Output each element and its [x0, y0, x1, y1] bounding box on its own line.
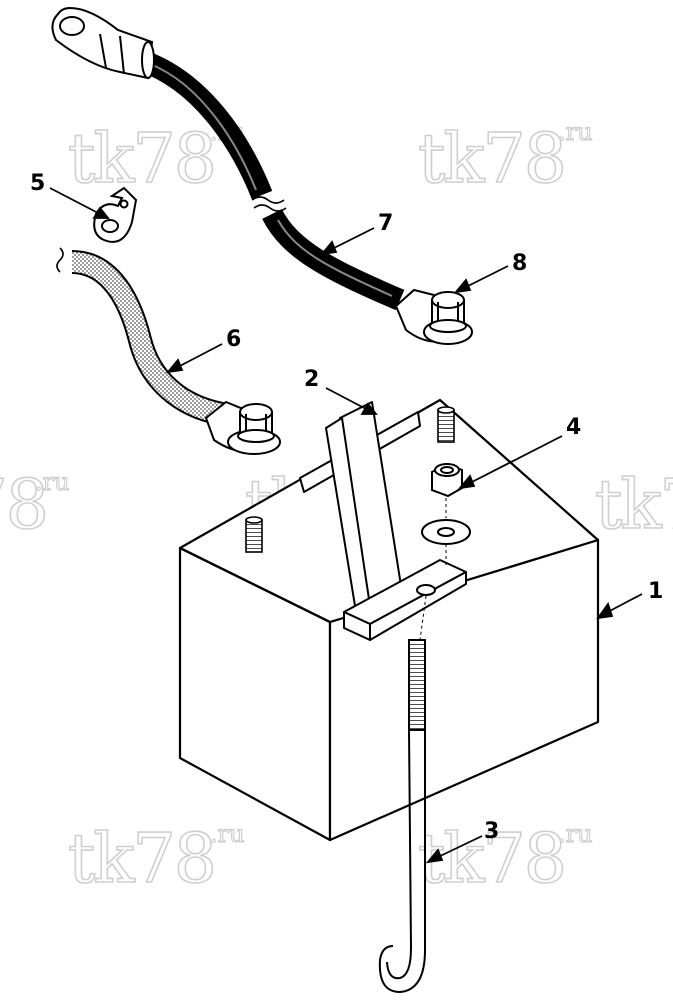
- watermark: tk78: [594, 465, 673, 546]
- ground-cable: [56, 247, 281, 455]
- svg-text:.ru: .ru: [558, 820, 593, 848]
- watermark: tk78 .ru: [67, 819, 245, 900]
- svg-text:tk78: tk78: [595, 466, 673, 545]
- leader-lines: [49, 187, 643, 864]
- leader-line-6: [175, 343, 223, 369]
- callout-2: 2: [304, 367, 319, 392]
- flat-washer: [421, 519, 471, 545]
- callout-4: 4: [566, 415, 581, 440]
- battery-terminal-right: [437, 406, 455, 443]
- hex-nut: [431, 462, 463, 498]
- svg-text:tk78: tk78: [68, 820, 215, 899]
- callout-labels: 1 2 3 4 5 6 7 8: [30, 171, 663, 844]
- battery-edge: [179, 547, 331, 623]
- svg-text:tk78: tk78: [68, 120, 215, 199]
- callout-6: 6: [226, 327, 241, 352]
- callout-7: 7: [378, 211, 393, 236]
- cable-clip: [93, 186, 138, 243]
- j-bolt: [378, 639, 426, 994]
- svg-text:tk78: tk78: [418, 120, 565, 199]
- leader-line-8: [463, 265, 509, 289]
- watermark: tk78 .ru: [417, 819, 593, 900]
- leader-line-4: [467, 435, 563, 485]
- terminal-bolt: [429, 291, 467, 333]
- svg-text:.ru: .ru: [210, 820, 245, 848]
- callout-8: 8: [512, 251, 527, 276]
- battery-cable: [51, 6, 473, 345]
- battery-terminal-left: [245, 516, 263, 553]
- leader-line-7: [329, 227, 375, 251]
- svg-text:.ru: .ru: [35, 468, 70, 496]
- callout-3: 3: [484, 819, 499, 844]
- watermark: tk78 .ru: [0, 465, 70, 546]
- svg-text:.ru: .ru: [558, 118, 593, 146]
- callout-5: 5: [30, 171, 45, 196]
- leader-line-5: [49, 187, 101, 215]
- leader-line-2: [325, 387, 369, 411]
- watermark: tk78 .ru: [417, 117, 593, 199]
- leader-line-3: [435, 835, 483, 859]
- svg-text:tk78: tk78: [0, 466, 47, 545]
- callout-1: 1: [648, 579, 663, 604]
- cable-lug-eye: [51, 6, 155, 80]
- terminal-bolt: [237, 403, 275, 443]
